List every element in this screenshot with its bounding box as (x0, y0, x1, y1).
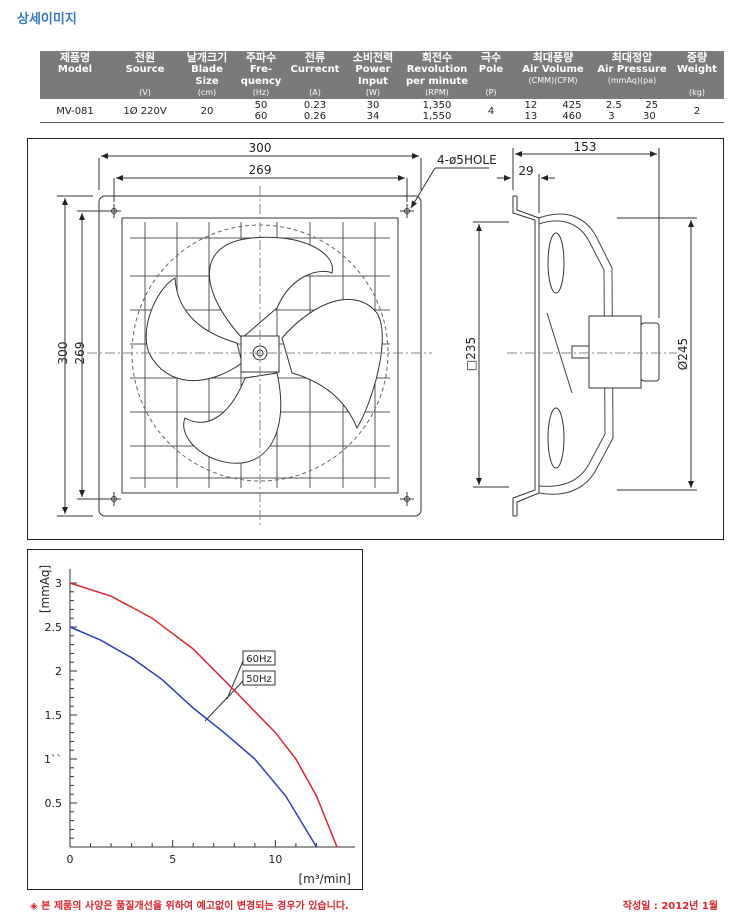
legend-label: 50Hz (246, 674, 272, 685)
series-line-50hz (69, 626, 318, 848)
spec-change-notice: ◈ 본 제품의 사양은 품질개선을 위하여 예고없이 변경되는 경우가 있습니다… (30, 901, 349, 912)
technical-drawing: 300 269 300 269 4-ø5HOLE 153 29 □235 Ø24… (56, 140, 697, 526)
legend-box (242, 650, 276, 666)
x-tick-label: 5 (169, 853, 176, 866)
legend-leader-line (204, 680, 244, 722)
side-view (507, 195, 677, 517)
cell-pole: 4 (470, 99, 512, 123)
dim-flange: 29 (518, 164, 533, 178)
cell-model: MV-081 (40, 99, 110, 123)
y-axis-label: [mmAq] (38, 565, 52, 613)
legend-box (242, 670, 276, 686)
y-tick-label: 1.5 (45, 709, 63, 722)
cell-weight: 2 (670, 99, 724, 123)
performance-chart: 3 2.5 2 1.5 1`` 0.5 0 5 10 [mmAq] [m³/min] 60Hz 50Hz (38, 565, 355, 886)
x-tick-label: 10 (268, 853, 282, 866)
x-axis-label: [m³/min] (298, 872, 351, 886)
mounting-holes (107, 204, 414, 506)
dim-square: □235 (464, 337, 478, 371)
series-line-60hz (69, 582, 338, 848)
chart-frame: 3 2.5 2 1.5 1`` 0.5 0 5 10 [mmAq] [m³/min] 60Hz 50Hz (27, 549, 363, 890)
y-tick-label: 1`` (44, 753, 62, 766)
dim-diameter: Ø245 (676, 338, 690, 370)
cell-source: 1Ø 220V (110, 99, 180, 123)
fan-blades (145, 236, 383, 464)
dim-outer-height: 300 (56, 342, 70, 365)
front-dimensions (57, 153, 489, 517)
dim-hole-spacing: 269 (249, 163, 272, 177)
hole-note: 4-ø5HOLE (437, 153, 497, 167)
written-date: 작성일 : 2012년 1월 (622, 901, 718, 912)
drawing-frame: 300 269 300 269 4-ø5HOLE 153 29 □235 Ø24… (27, 138, 724, 540)
y-tick-label: 0.5 (45, 797, 63, 810)
y-tick-label: 3 (55, 577, 62, 590)
page-title: 상세이미지 (17, 12, 77, 27)
cell-blade-size: 20 (180, 99, 234, 123)
y-tick-label: 2.5 (45, 621, 63, 634)
y-tick-label: 2 (55, 665, 62, 678)
dim-hole-spacing-vertical: 269 (73, 342, 87, 365)
dim-outer-width: 300 (249, 141, 272, 155)
legend-leader-line (226, 660, 244, 700)
dim-depth: 153 (574, 140, 597, 154)
x-tick-label: 0 (67, 853, 74, 866)
legend-label: 60Hz (246, 654, 272, 665)
side-dimensions (473, 148, 697, 491)
